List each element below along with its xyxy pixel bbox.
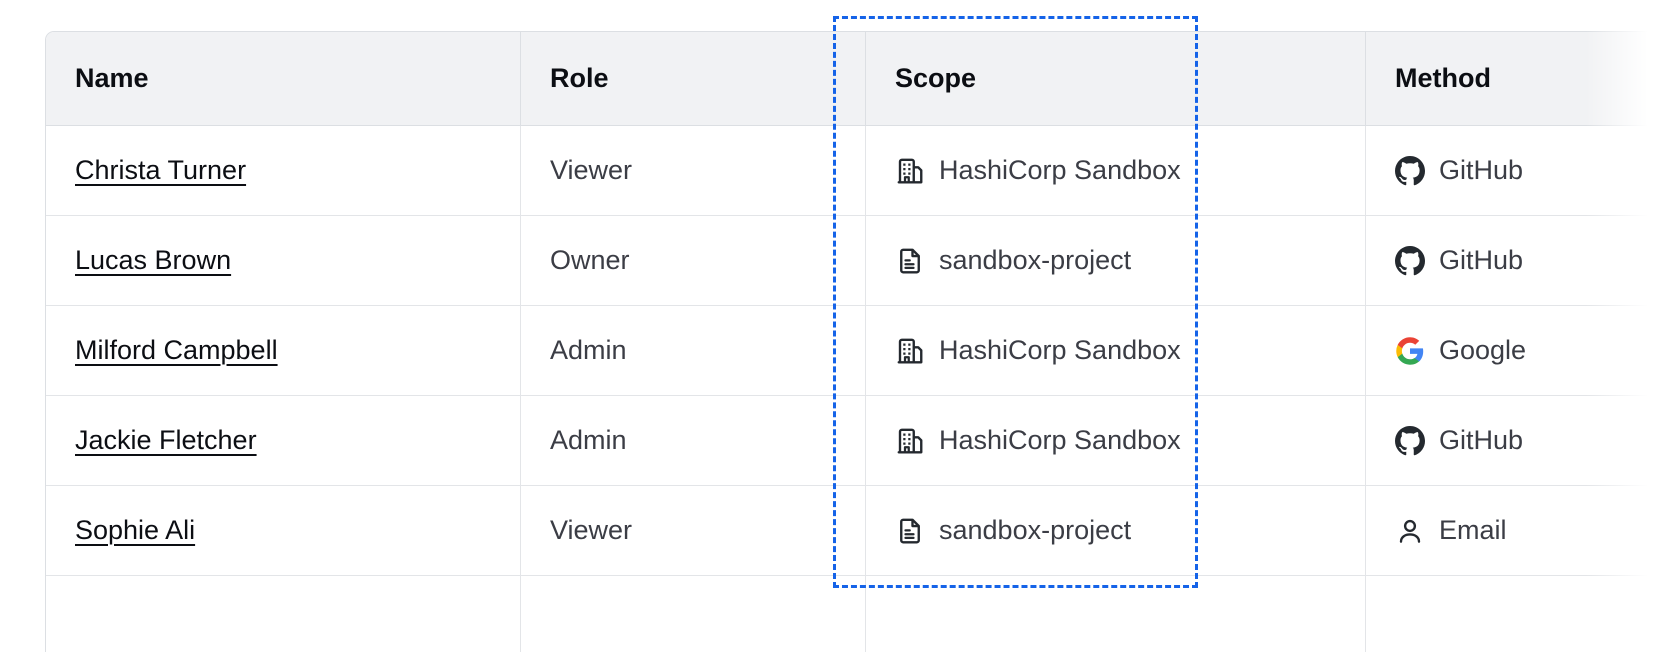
member-name-link[interactable]: Sophie Ali [75, 515, 196, 545]
table-row [46, 576, 1672, 652]
method-label: GitHub [1439, 425, 1524, 455]
cell-scope: sandbox-project [865, 486, 1255, 576]
table-body: Christa Turner Viewer [46, 126, 1672, 652]
scope-label: sandbox-project [939, 245, 1132, 275]
cell-blank [1255, 126, 1365, 216]
cell-role: Owner [520, 216, 865, 306]
table-row: Christa Turner Viewer [46, 126, 1672, 216]
cell-blank [1255, 396, 1365, 486]
method-label: Email [1439, 515, 1507, 545]
scope-label: HashiCorp Sandbox [939, 155, 1181, 185]
cell-role: Admin [520, 306, 865, 396]
member-name-link[interactable]: Christa Turner [75, 155, 247, 185]
github-icon [1395, 245, 1425, 275]
scope-label: HashiCorp Sandbox [939, 425, 1181, 455]
column-header-method[interactable]: Method [1365, 32, 1672, 126]
table-header: Name Role Scope Method [46, 32, 1672, 126]
cell-scope: HashiCorp Sandbox [865, 126, 1255, 216]
cell-name: Milford Campbell [46, 306, 520, 396]
method-label: Google [1439, 335, 1527, 365]
github-icon [1395, 425, 1425, 455]
column-header-name[interactable]: Name [46, 32, 520, 126]
method-label: GitHub [1439, 155, 1524, 185]
scope-label: sandbox-project [939, 515, 1132, 545]
document-icon [900, 518, 920, 543]
cell-method: GitHub [1365, 126, 1672, 216]
scope-label: HashiCorp Sandbox [939, 335, 1181, 365]
cell-method: Email [1365, 486, 1672, 576]
cell-role: Viewer [520, 126, 865, 216]
user-icon [1399, 519, 1421, 543]
cell-name: Jackie Fletcher [46, 396, 520, 486]
table-row: Milford Campbell Admin [46, 306, 1672, 396]
cell-name: Lucas Brown [46, 216, 520, 306]
member-name-link[interactable]: Milford Campbell [75, 335, 278, 365]
method-label: GitHub [1439, 245, 1524, 275]
cell-scope: HashiCorp Sandbox [865, 306, 1255, 396]
members-table: Name Role Scope Method Christa Turner Vi… [45, 31, 1672, 652]
table-row: Jackie Fletcher Admin [46, 396, 1672, 486]
building-icon [897, 158, 923, 183]
cell-name [46, 576, 520, 652]
cell-name: Sophie Ali [46, 486, 520, 576]
member-name-link[interactable]: Jackie Fletcher [75, 425, 257, 455]
cell-name: Christa Turner [46, 126, 520, 216]
cell-blank [1255, 486, 1365, 576]
column-header-scope[interactable]: Scope [865, 32, 1255, 126]
members-table-scroll-container[interactable]: Name Role Scope Method Christa Turner Vi… [45, 31, 1672, 652]
cell-scope [865, 576, 1255, 652]
cell-method: Google [1365, 306, 1672, 396]
column-header-role[interactable]: Role [520, 32, 865, 126]
table-row: Lucas Brown Owner sandbox-project [46, 216, 1672, 306]
table-header-row: Name Role Scope Method [46, 32, 1672, 126]
cell-role: Viewer [520, 486, 865, 576]
building-icon [897, 338, 923, 363]
cell-role: Admin [520, 396, 865, 486]
cell-method: GitHub [1365, 216, 1672, 306]
document-icon [900, 248, 920, 273]
cell-scope: sandbox-project [865, 216, 1255, 306]
cell-method: GitHub [1365, 396, 1672, 486]
member-name-link[interactable]: Lucas Brown [75, 245, 232, 275]
cell-blank [1255, 576, 1365, 652]
building-icon [897, 428, 923, 453]
table-row: Sophie Ali Viewer sandbox-project [46, 486, 1672, 576]
cell-method [1365, 576, 1672, 652]
github-icon [1395, 155, 1425, 185]
google-icon [1396, 336, 1424, 365]
cell-scope: HashiCorp Sandbox [865, 396, 1255, 486]
cell-blank [1255, 306, 1365, 396]
column-header-blank [1255, 32, 1365, 126]
cell-role [520, 576, 865, 652]
cell-blank [1255, 216, 1365, 306]
